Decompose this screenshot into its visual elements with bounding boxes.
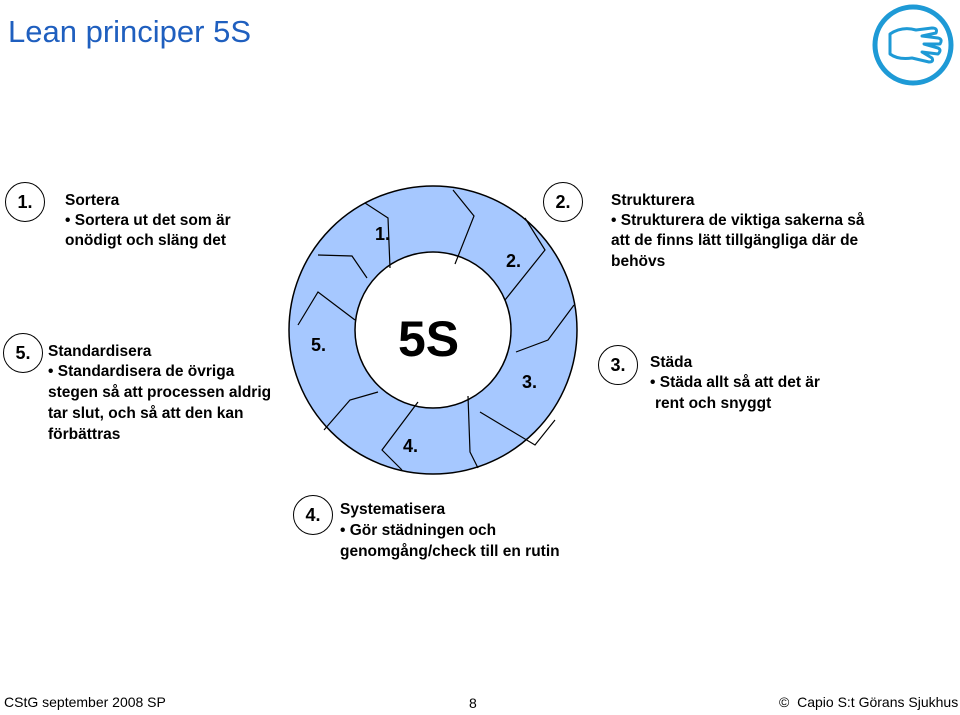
- page-title: Lean principer 5S: [8, 14, 251, 49]
- step-1-title: Sortera: [65, 192, 120, 209]
- step-3-title: Städa: [650, 354, 693, 371]
- step-5-title: Standardisera: [48, 343, 152, 360]
- copyright-symbol: ©: [779, 694, 790, 710]
- hand-logo-icon: [872, 4, 954, 86]
- step-5-bullet-cont-2: tar slut, och så att den kan: [48, 405, 244, 422]
- step-4-bullet: • Gör städningen och: [340, 522, 497, 539]
- footer-copyright: © Capio S:t Görans Sjukhus: [779, 694, 958, 710]
- ring-inner: [354, 251, 512, 409]
- step-4-badge: 4.: [293, 495, 333, 535]
- step-5-badge: 5.: [3, 333, 43, 373]
- footer-date: CStG september 2008 SP: [4, 694, 166, 710]
- step-5-bullet-cont-1: stegen så att processen aldrig: [48, 384, 272, 401]
- step-1-bullet-cont: onödigt och släng det: [65, 232, 227, 249]
- step-2-bullet-cont-2: behövs: [611, 253, 666, 270]
- step-2-badge: 2.: [543, 182, 583, 222]
- ring-label-4: 4.: [403, 436, 418, 456]
- step-5-bullet: • Standardisera de övriga: [48, 363, 235, 380]
- step-3-badge: 3.: [598, 345, 638, 385]
- ring-label-2: 2.: [506, 251, 521, 271]
- step-2-bullet: • Strukturera de viktiga sakerna så: [611, 212, 865, 229]
- ring-label-1: 1.: [375, 224, 390, 244]
- step-3-bullet-cont: rent och snyggt: [655, 395, 772, 412]
- step-1-bullet: • Sortera ut det som är: [65, 212, 231, 229]
- center-label: 5S: [398, 311, 459, 367]
- step-1-badge: 1.: [5, 182, 45, 222]
- step-5-bullet-cont-3: förbättras: [48, 426, 121, 443]
- ring-label-5: 5.: [311, 335, 326, 355]
- step-2-title: Strukturera: [611, 192, 695, 209]
- step-3-bullet: • Städa allt så att det är: [650, 374, 820, 391]
- ring-arrows: [297, 189, 575, 471]
- step-4-title: Systematisera: [340, 501, 446, 518]
- footer-organization: Capio S:t Görans Sjukhus: [797, 694, 959, 710]
- ring-label-3: 3.: [522, 372, 537, 392]
- step-4-bullet-cont: genomgång/check till en rutin: [340, 543, 560, 560]
- footer-page-number: 8: [469, 695, 477, 711]
- step-2-bullet-cont-1: att de finns lätt tillgängliga där de: [611, 232, 859, 249]
